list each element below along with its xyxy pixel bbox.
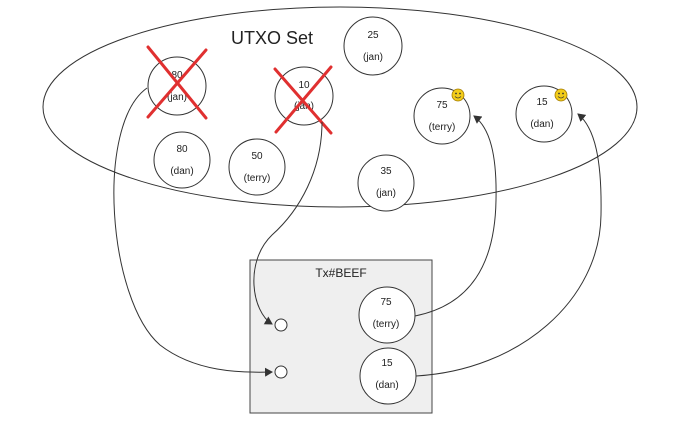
coin-amount: 75: [436, 100, 448, 111]
smiley-face-icon: [451, 88, 465, 102]
arrow-input-10-jan: [253, 121, 323, 325]
coin-80-dan: 80 (dan): [153, 131, 211, 189]
coin-amount: 35: [380, 166, 392, 177]
red-x-cross-icon: [146, 45, 208, 120]
coin-owner: (jan): [363, 52, 383, 63]
coin-circle: [359, 347, 417, 405]
tx-input-port-1: [274, 318, 288, 332]
coin-75-terry: 75 (terry): [413, 87, 471, 145]
coin-10-jan: 10 (jan): [273, 65, 334, 135]
coin-owner: (dan): [170, 166, 193, 177]
coin-amount: 50: [251, 151, 263, 162]
coin-circle: [357, 154, 415, 212]
tx-output-75-terry: 75 (terry): [358, 286, 416, 344]
coin-amount: 80: [176, 144, 188, 155]
transaction-title: Tx#BEEF: [315, 266, 366, 280]
coin-amount: 80: [171, 70, 183, 81]
coin-amount: 25: [367, 30, 379, 41]
coin-35-jan: 35 (jan): [357, 154, 415, 212]
coin-circle: [228, 138, 286, 196]
coin-25-jan: 25 (jan): [343, 16, 403, 76]
coin-circle: [413, 87, 471, 145]
coin-owner: (terry): [373, 319, 400, 330]
arrow-output-75-terry: [414, 115, 497, 317]
coin-amount: 75: [380, 297, 392, 308]
utxo-set-title: UTXO Set: [231, 28, 313, 48]
coin-circle: [153, 131, 211, 189]
utxo-set-boundary: [42, 6, 638, 208]
coin-amount: 15: [536, 97, 548, 108]
tx-output-15-dan: 15 (dan): [359, 347, 417, 405]
coin-circle: [343, 16, 403, 76]
coin-owner: (terry): [429, 122, 456, 133]
coin-amount: 15: [381, 358, 393, 369]
coin-50-terry: 50 (terry): [228, 138, 286, 196]
coin-80-jan: 80 (jan): [146, 45, 208, 120]
utxo-set: UTXO Set: [42, 6, 638, 208]
tx-input-port-2: [274, 365, 288, 379]
coin-owner: (jan): [167, 92, 187, 103]
arrow-output-15-dan: [415, 113, 602, 377]
coin-owner: (jan): [294, 101, 314, 112]
coin-owner: (dan): [530, 119, 553, 130]
smiley-face-icon: [554, 88, 568, 102]
coin-circle: [358, 286, 416, 344]
arrow-input-80-jan: [113, 87, 273, 377]
coin-15-dan: 15 (dan): [515, 85, 573, 143]
coin-owner: (jan): [376, 188, 396, 199]
coin-owner: (dan): [375, 380, 398, 391]
coin-owner: (terry): [244, 173, 271, 184]
coin-amount: 10: [298, 80, 310, 91]
